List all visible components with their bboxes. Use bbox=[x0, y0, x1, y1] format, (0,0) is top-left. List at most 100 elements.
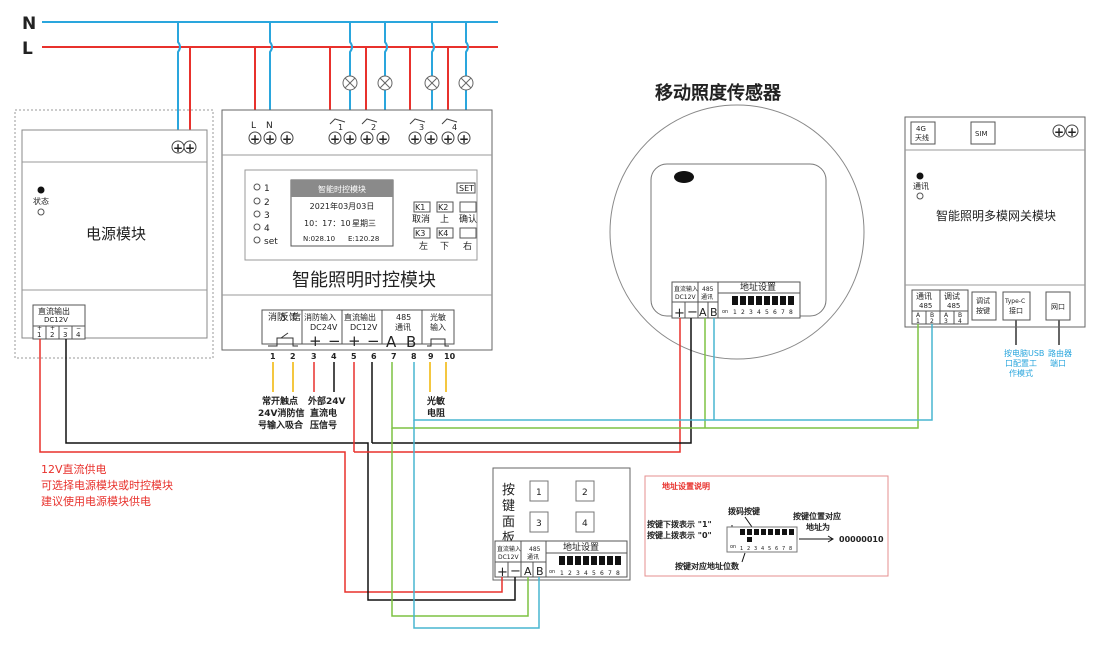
minus-sign: − bbox=[328, 332, 341, 350]
debug-key-button[interactable] bbox=[971, 291, 997, 321]
panel-title-char: 按 bbox=[502, 483, 515, 498]
lcd-screen: 智能时控模块 2021年03月03日 10：17：10 星期三 N:028.10… bbox=[290, 179, 394, 247]
dip-number: 2 bbox=[741, 309, 745, 316]
pin-number: 4 bbox=[331, 352, 337, 361]
dc-in-label: 直流输入 bbox=[497, 545, 521, 553]
lamp-icon bbox=[377, 75, 393, 91]
key-button[interactable] bbox=[413, 227, 431, 239]
minus-sign: − bbox=[510, 564, 521, 579]
help-bits: 按键对应地址位数 bbox=[675, 561, 740, 571]
dip-number: 3 bbox=[749, 309, 753, 316]
plus-sign: + bbox=[674, 306, 685, 321]
svg-text:+: + bbox=[426, 132, 436, 146]
input-label: 输入 bbox=[430, 322, 446, 332]
a-label: A bbox=[524, 565, 532, 578]
dip-number: 6 bbox=[775, 546, 778, 552]
screen-date: 2021年03月03日 bbox=[310, 201, 375, 211]
typec-label: Type-C bbox=[1004, 298, 1025, 305]
pin-number: 2 bbox=[50, 331, 54, 339]
dip-number: 1 bbox=[740, 546, 743, 552]
status-led-icon bbox=[37, 208, 45, 216]
timer-module: L N + + + + + + + + + + + 1 2 3 4 1 2 bbox=[221, 109, 493, 431]
a-label: A bbox=[944, 312, 949, 319]
svg-text:+: + bbox=[265, 132, 275, 146]
channel-label: 3 bbox=[419, 123, 424, 132]
dc24v-label: DC24V bbox=[310, 323, 338, 332]
a-label: A bbox=[916, 312, 921, 319]
svg-text:+: + bbox=[330, 132, 340, 146]
key-button[interactable] bbox=[459, 227, 477, 239]
dip-switch-icon bbox=[732, 296, 794, 305]
key-label: 左 bbox=[419, 240, 428, 252]
sensor-lens-icon bbox=[674, 171, 694, 183]
power-module: + + 状态 电源模块 直流输出 DC12V + + − − 1 2 3 4 bbox=[14, 109, 214, 359]
pin-number: 2 bbox=[930, 318, 934, 325]
port-label: 通讯 bbox=[916, 291, 932, 301]
key-label: 右 bbox=[463, 240, 472, 252]
help-dip-key: 拨码按键 bbox=[728, 506, 760, 516]
panel-key-button[interactable] bbox=[575, 511, 595, 533]
fire-input-label: 消防输入 bbox=[304, 312, 336, 322]
debug-key-label: 按键 bbox=[976, 306, 990, 315]
panel-key-label: 3 bbox=[536, 519, 542, 529]
typec-port[interactable] bbox=[1002, 291, 1031, 321]
address-help-box: 地址设置说明 拨码按键 按键下拨表示 "1" 按键上拨表示 "0" on 1 2… bbox=[644, 475, 889, 577]
dip-number: 4 bbox=[761, 546, 764, 552]
dip-number: 2 bbox=[747, 546, 750, 552]
svg-text:+: + bbox=[362, 132, 372, 146]
svg-text:+: + bbox=[282, 132, 292, 146]
feedback-label: 消防 bbox=[268, 311, 286, 323]
top-terminals-icon: + + + + + + + + + + + bbox=[248, 131, 471, 146]
note-text: 24V消防信 bbox=[258, 407, 305, 419]
pin-number: 1 bbox=[270, 352, 276, 361]
key-button[interactable] bbox=[459, 201, 477, 213]
dip-number: 8 bbox=[789, 309, 793, 316]
svg-text:+: + bbox=[443, 132, 453, 146]
led-label: set bbox=[264, 237, 278, 247]
svg-text:+: + bbox=[1067, 125, 1077, 139]
panel-key-label: 2 bbox=[582, 488, 588, 498]
antenna-label: 4G bbox=[916, 125, 926, 133]
dip-number: 8 bbox=[789, 546, 792, 552]
screen-lon: N:028.10 bbox=[303, 235, 335, 243]
dip-number: 5 bbox=[768, 546, 771, 552]
terminal-label-n: N bbox=[266, 121, 273, 131]
key-button[interactable] bbox=[413, 201, 431, 213]
panel-key-button[interactable] bbox=[529, 480, 549, 502]
led-label: 2 bbox=[264, 198, 270, 208]
timer-bottom-terminals: 消防 反馈 信号 消防输入 DC24V + − 直流输出 DC12V + − 4… bbox=[261, 309, 456, 361]
key-button[interactable] bbox=[436, 227, 454, 239]
minus-sign: − bbox=[367, 332, 380, 350]
pin-number: 2 bbox=[290, 352, 296, 361]
channel-label: 4 bbox=[452, 123, 457, 132]
address-label: 地址设置 bbox=[740, 281, 776, 293]
pin-number: 7 bbox=[391, 352, 397, 361]
svg-text:+: + bbox=[1054, 125, 1064, 139]
help-addr-is: 地址为 bbox=[806, 522, 830, 532]
status-led-icon bbox=[37, 186, 45, 194]
key-button[interactable] bbox=[436, 201, 454, 213]
sign: + bbox=[37, 325, 42, 332]
dip-number: 7 bbox=[781, 309, 785, 316]
gateway-power-terminal-icon: + + bbox=[1052, 124, 1079, 139]
dip-number: 1 bbox=[733, 309, 737, 316]
terminal-label-l: L bbox=[251, 121, 256, 131]
power-terminal-icon: + + bbox=[171, 140, 197, 155]
port-label: 485 bbox=[947, 302, 960, 310]
panel-title-char: 键 bbox=[502, 499, 515, 514]
key-grid: K1 取消 K2 上 确认 K3 左 K4 下 右 bbox=[412, 201, 477, 252]
dc12v-label: DC12V bbox=[44, 316, 68, 324]
key-label: 取消 bbox=[412, 213, 430, 225]
channel-label: 2 bbox=[371, 123, 376, 132]
antenna-label: 天线 bbox=[915, 133, 929, 142]
screen-weekday: 星期三 bbox=[352, 219, 376, 228]
sim-label: SIM bbox=[975, 130, 988, 138]
panel-key-button[interactable] bbox=[529, 511, 549, 533]
panel-key-button[interactable] bbox=[575, 480, 595, 502]
sign: − bbox=[76, 325, 81, 332]
help-down: 按键下拨表示 "1" bbox=[647, 519, 712, 529]
power-note-line: 12V直流供电 bbox=[41, 462, 107, 476]
key-id: K2 bbox=[438, 203, 448, 212]
lamp-icon bbox=[342, 75, 358, 91]
feedback-label: 反馈 bbox=[280, 311, 298, 323]
